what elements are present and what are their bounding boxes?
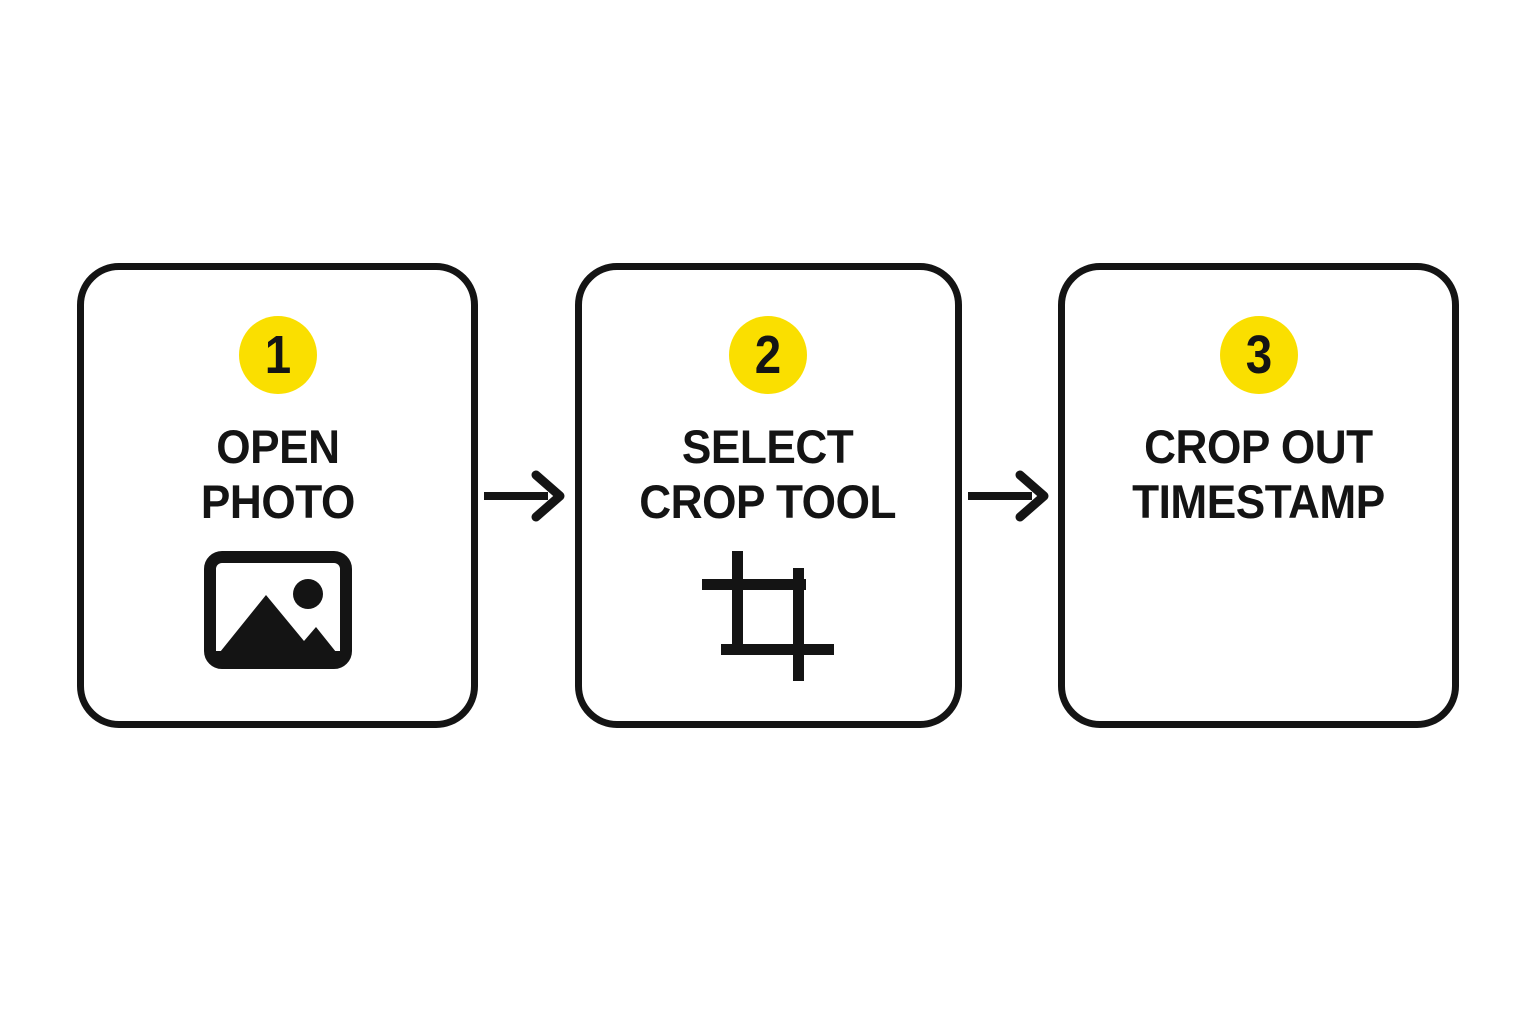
process-flow-row: 1 OPEN PHOTO 2 — [77, 263, 1459, 728]
arrow-right-icon — [484, 470, 565, 521]
step-icon-slot-1 — [84, 551, 471, 670]
crop-tool-icon — [702, 551, 834, 682]
step-title-2: SELECT CROP TOOL — [639, 420, 897, 528]
step-number-badge-2: 2 — [729, 316, 807, 394]
step-card-3[interactable]: 3 CROP OUT TIMESTAMP — [1058, 263, 1459, 728]
photo-image-icon — [203, 551, 352, 670]
step-card-2[interactable]: 2 SELECT CROP TOOL — [574, 263, 962, 728]
step-number-3: 3 — [1245, 325, 1272, 385]
step-number-badge-1: 1 — [238, 316, 317, 394]
connector-2 — [962, 263, 1059, 728]
step-number-2: 2 — [754, 325, 781, 385]
step-number-badge-3: 3 — [1219, 316, 1298, 394]
step-icon-slot-2 — [582, 551, 955, 682]
step-title-1: OPEN PHOTO — [200, 420, 355, 528]
arrow-right-icon — [967, 470, 1049, 521]
connector-1 — [478, 263, 575, 728]
step-title-3: CROP OUT TIMESTAMP — [1132, 420, 1385, 528]
step-card-1[interactable]: 1 OPEN PHOTO — [77, 263, 478, 728]
step-number-1: 1 — [264, 325, 291, 385]
